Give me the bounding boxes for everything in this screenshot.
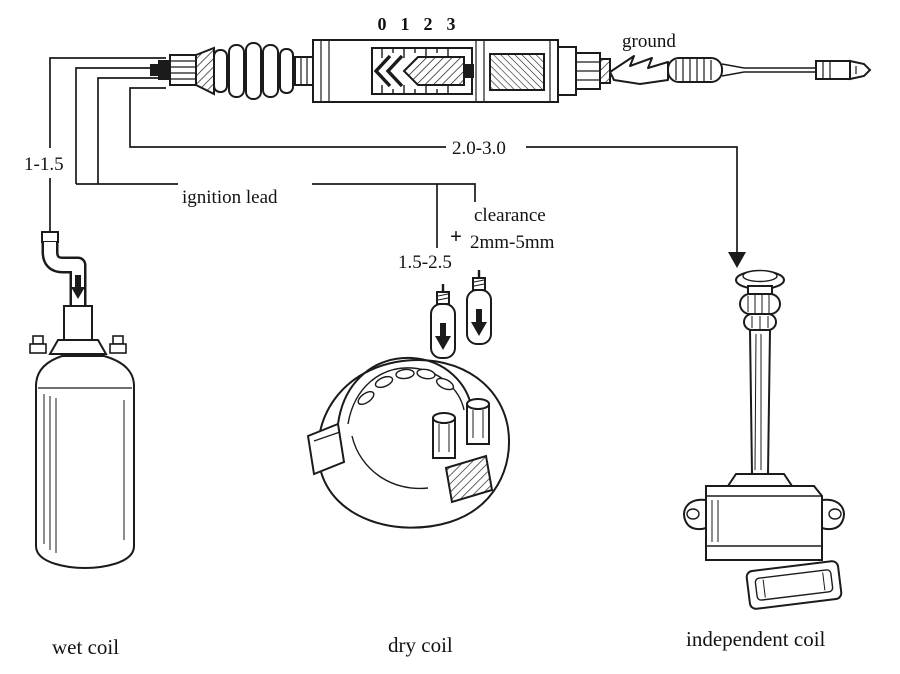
tester-hatched-block — [489, 53, 545, 91]
dry-coil-slots — [357, 368, 455, 406]
gauge-scale-numbers: 0 1 2 3 — [378, 14, 456, 34]
arrow-down-independent-icon — [728, 252, 746, 268]
gauge-plunger — [402, 56, 465, 86]
wet-coil-can — [35, 355, 135, 570]
ground-lead-drawing — [609, 55, 872, 85]
caption-dry-coil: dry coil — [388, 633, 453, 657]
leader-ignition-horizontal — [76, 183, 476, 202]
label-ignition-lead: ignition lead — [182, 187, 278, 208]
tester-right-cap — [557, 46, 611, 96]
alligator-clip — [609, 55, 669, 85]
arrow-down-boot-right-icon — [471, 309, 487, 336]
arrow-down-boot-left-icon — [435, 323, 451, 350]
pencil-coil-shading — [711, 500, 719, 542]
leader-independent — [129, 87, 738, 252]
arrow-down-wet-icon — [71, 275, 85, 299]
dry-coil-hatched-base — [444, 454, 494, 504]
pencil-coil-connector — [745, 560, 843, 610]
wet-coil-drawing — [29, 231, 135, 570]
pencil-coil-mount-ears — [683, 498, 845, 531]
leader-wet-coil — [49, 57, 166, 232]
caption-wet-coil: wet coil — [52, 635, 119, 659]
dry-coil-boot-right — [466, 270, 492, 345]
scale-number-1: 1 — [401, 14, 410, 34]
label-plus-sign: + — [450, 224, 462, 248]
dry-coil-drawing — [306, 270, 510, 529]
independent-coil-drawing — [683, 269, 845, 610]
leader-lines — [49, 57, 738, 252]
label-independent-range: 2.0-3.0 — [452, 138, 506, 159]
leader-ignition-b — [97, 77, 166, 184]
dry-coil-towers — [432, 398, 490, 459]
scale-number-0: 0 — [378, 14, 387, 34]
pencil-coil-ribs — [739, 293, 781, 331]
tester-threaded-connector — [169, 54, 197, 86]
tester-tip-nub — [150, 64, 159, 76]
label-clearance-title: clearance — [474, 205, 546, 226]
pencil-coil-body — [705, 485, 823, 561]
caption-independent-coil: independent coil — [686, 627, 826, 651]
wet-coil-shading — [43, 394, 125, 553]
scale-number-3: 3 — [447, 14, 456, 34]
dry-coil-bracket — [306, 422, 346, 476]
tester-ribbed-boot — [213, 42, 294, 100]
dry-coil-boot-left — [430, 284, 456, 359]
tester-taper — [195, 46, 215, 96]
label-ground: ground — [622, 31, 676, 52]
ground-ribbed-sleeve — [667, 57, 723, 83]
gauge-scale-ticks — [381, 48, 449, 94]
label-wet-range: 1-1.5 — [24, 154, 64, 175]
ground-plug — [815, 59, 872, 81]
spark-tester-drawing — [150, 39, 611, 103]
wet-coil-tower — [63, 305, 93, 341]
leader-ignition-a — [75, 67, 166, 184]
scale-number-2: 2 — [424, 14, 433, 34]
gauge-spring-electrode — [373, 54, 404, 88]
pencil-coil-shaft — [748, 329, 772, 475]
wet-coil-terminals — [29, 335, 127, 354]
label-dry-range: 1.5-2.5 — [398, 252, 452, 273]
label-clearance-value: 2mm-5mm — [470, 232, 555, 253]
